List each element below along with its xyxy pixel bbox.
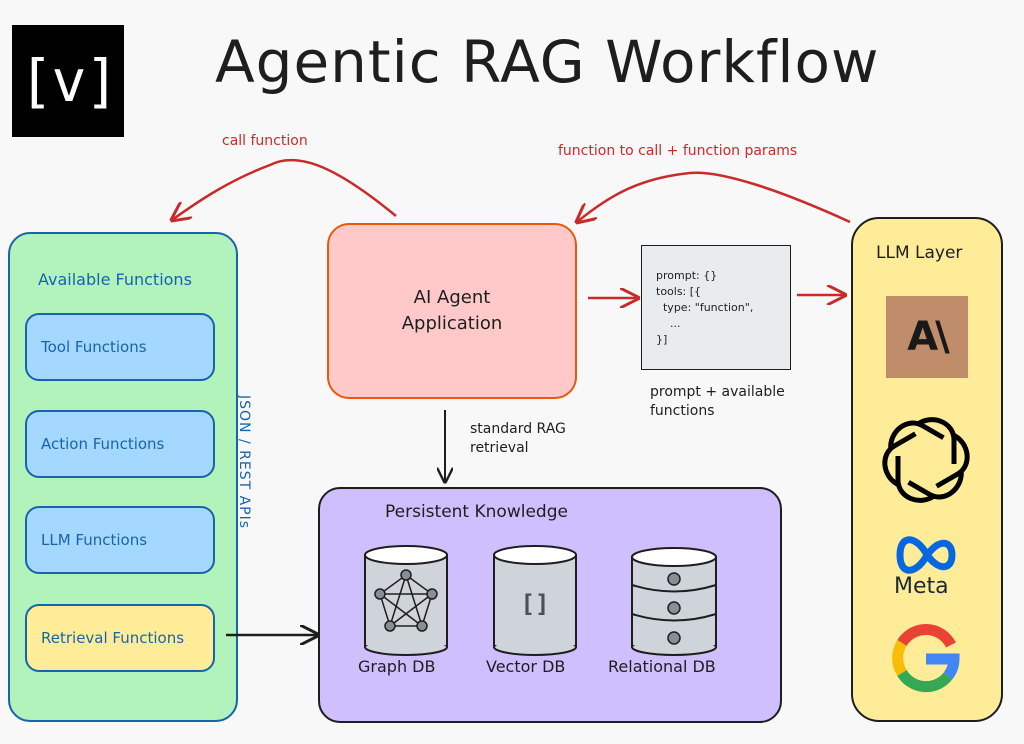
vector-db-label: Vector DB — [486, 657, 566, 676]
call-function-arrow — [172, 158, 397, 220]
relational-db-label: Relational DB — [608, 657, 716, 676]
code-caption-line1: prompt + available — [650, 384, 785, 400]
function-params-arrow — [577, 171, 851, 222]
code-caption: prompt + available functions — [650, 383, 785, 421]
action-functions-label: Action Functions — [41, 435, 165, 453]
standard-rag-label: standard RAG retrieval — [470, 420, 566, 458]
agent-line2: Application — [401, 313, 503, 334]
llm-layer-title: LLM Layer — [876, 243, 963, 263]
llm-layer-panel — [851, 217, 1003, 722]
anthropic-logo-icon: A\ — [886, 296, 968, 378]
json-rest-label: JSON / REST APIs — [236, 395, 252, 530]
meta-label: Meta — [894, 574, 949, 599]
llm-functions-box[interactable]: LLM Functions — [25, 506, 215, 574]
agent-line1: AI Agent — [413, 287, 491, 308]
retrieval-functions-label: Retrieval Functions — [41, 629, 185, 647]
logo-text: [v] — [18, 47, 120, 115]
function-to-call-label: function to call + function params — [558, 143, 798, 159]
call-function-label: call function — [222, 133, 308, 149]
tool-functions-label: Tool Functions — [41, 338, 147, 356]
available-functions-title: Available Functions — [38, 270, 192, 289]
rag-label-line1: standard RAG — [470, 421, 566, 437]
vectorize-logo: [v] — [12, 25, 124, 137]
anthropic-glyph: A\ — [907, 314, 950, 360]
llm-functions-label: LLM Functions — [41, 531, 148, 549]
code-caption-line2: functions — [650, 403, 715, 419]
tool-functions-box[interactable]: Tool Functions — [25, 313, 215, 381]
action-functions-box[interactable]: Action Functions — [25, 410, 215, 478]
page-title: Agentic RAG Workflow — [215, 28, 880, 96]
prompt-code-box: prompt: {} tools: [{ type: "function", .… — [641, 245, 791, 370]
rag-label-line2: retrieval — [470, 440, 529, 456]
graph-db-label: Graph DB — [358, 657, 436, 676]
persistent-knowledge-panel — [318, 487, 782, 723]
retrieval-functions-box[interactable]: Retrieval Functions — [25, 604, 215, 672]
persistent-knowledge-title: Persistent Knowledge — [385, 502, 568, 522]
